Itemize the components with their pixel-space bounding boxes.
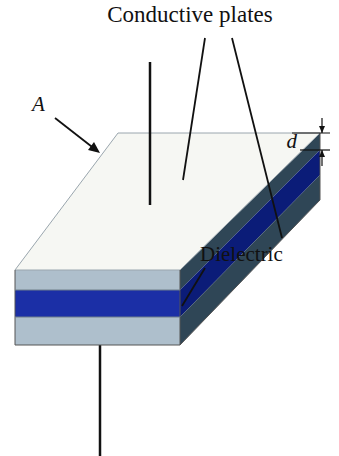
lead-wire: [149, 62, 152, 205]
body-edge: [180, 270, 181, 345]
layer-edge: [15, 290, 180, 291]
part-label: Conductive plates: [107, 2, 272, 27]
area-label: A: [32, 93, 45, 116]
bottom-plate: [15, 317, 180, 345]
body-outline: [15, 133, 320, 345]
arrow-head: [319, 150, 325, 157]
leader-line: [183, 38, 205, 180]
dimension-tick: [292, 132, 330, 133]
part-label: Dielectric: [200, 243, 283, 266]
dimension-tick: [300, 149, 330, 150]
top-plate: [15, 270, 180, 290]
dimension-label: d: [287, 130, 298, 153]
arrow-head: [319, 126, 325, 133]
layer-edge: [15, 317, 180, 318]
dielectric-layer: [15, 290, 180, 317]
plate-top-face: [15, 133, 320, 270]
leader-line: [232, 38, 282, 238]
arrow-head: [88, 142, 100, 153]
lead-wire: [99, 345, 102, 456]
leader-line: [182, 268, 205, 306]
leader-arrow: [55, 118, 96, 150]
